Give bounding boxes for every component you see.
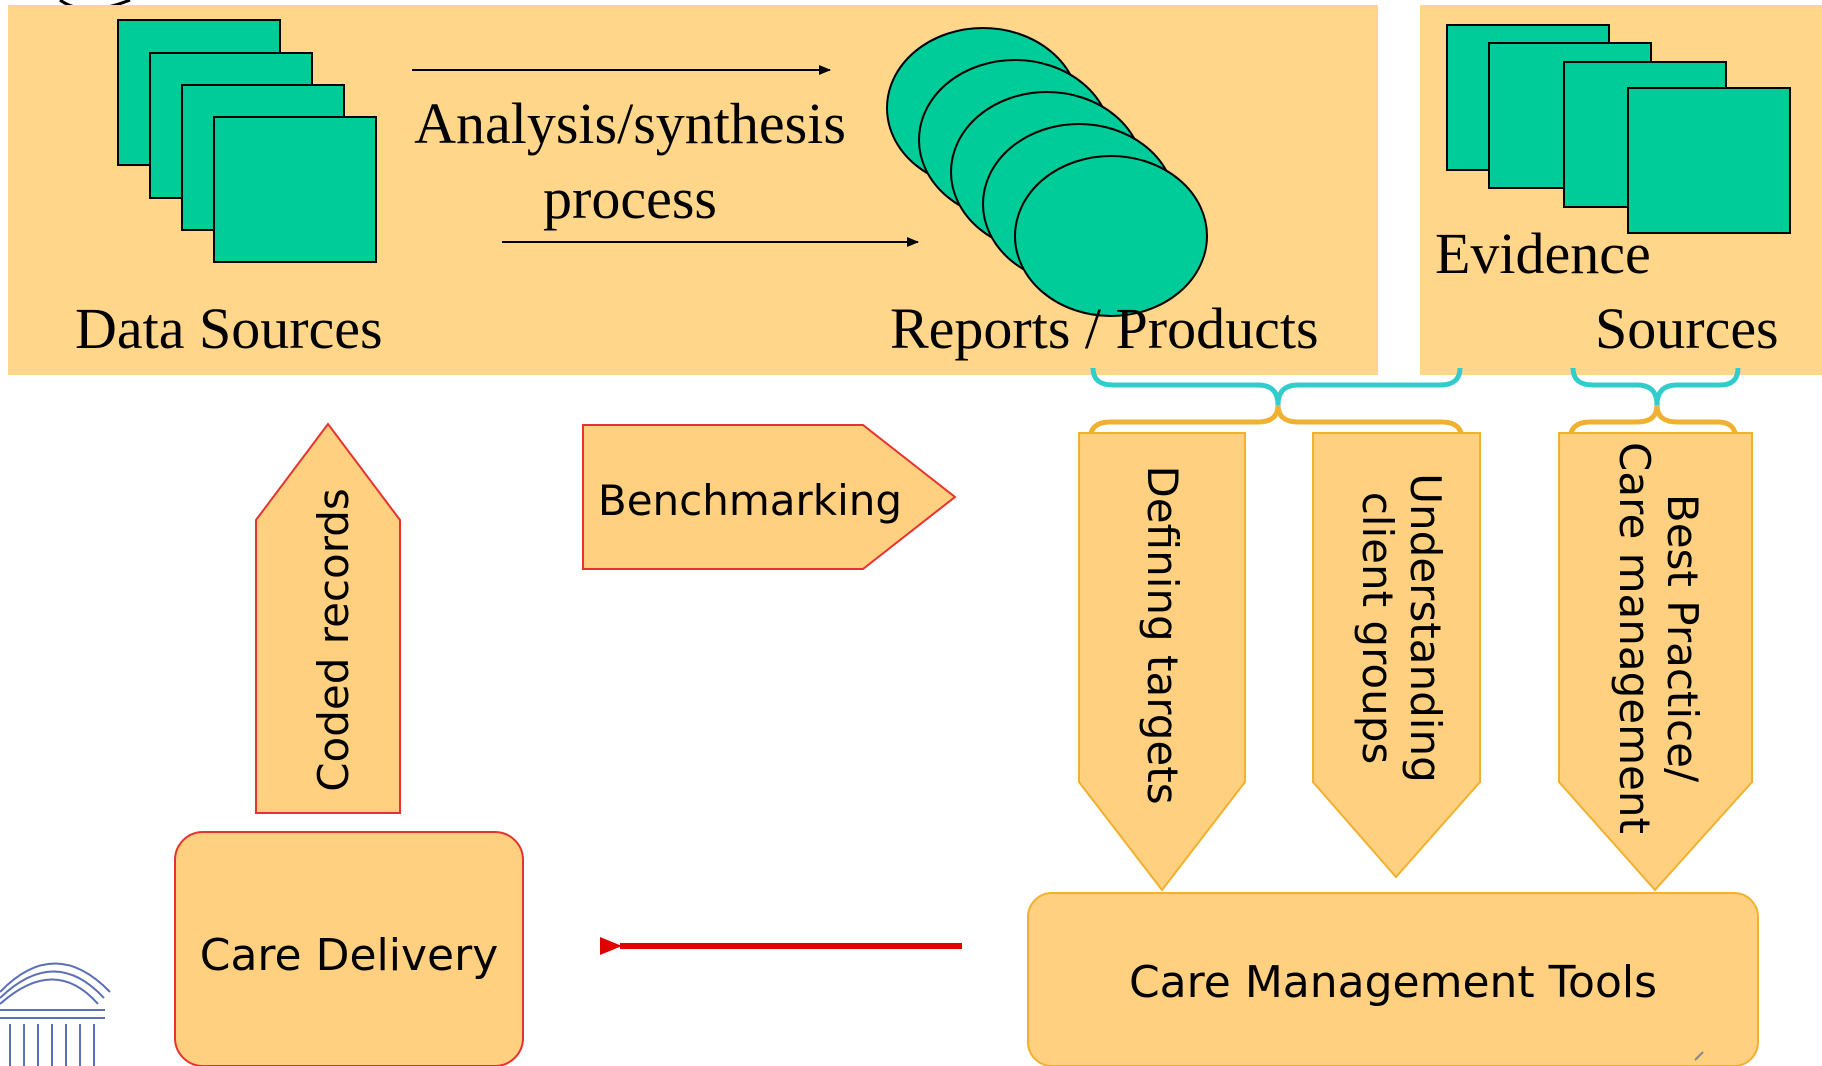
institution-logo — [0, 962, 111, 1066]
evidence-label-line1: Evidence — [1435, 221, 1651, 286]
care-management-tools-box — [1027, 892, 1759, 1066]
data-source-stack — [117, 19, 377, 263]
best-practice-brace-orange — [1567, 404, 1739, 441]
coded-records-label: Coded records — [309, 488, 358, 792]
best-practice-label-line2: Care management — [1610, 442, 1659, 834]
evidence-source-stack — [1446, 24, 1791, 234]
data-source-square-4 — [213, 116, 377, 263]
best-practice-arrow — [1558, 432, 1753, 892]
understanding-label-line2: client groups — [1353, 492, 1402, 765]
understanding-client-groups-arrow — [1312, 432, 1481, 879]
process-label-line2: process — [543, 166, 717, 231]
corner-mark — [1694, 1051, 1704, 1061]
evidence-label-line2: Sources — [1595, 296, 1779, 361]
benchmarking-arrow — [582, 424, 957, 570]
defining-targets-label: Defining targets — [1138, 465, 1187, 804]
evidence-square-4 — [1627, 87, 1791, 234]
defining-targets-arrow — [1078, 432, 1246, 892]
understanding-label-line1: Understanding — [1401, 473, 1450, 782]
coded-records-arrow — [255, 422, 401, 814]
care-delivery-box — [174, 831, 524, 1066]
reports-products-label: Reports / Products — [890, 296, 1319, 361]
report-ellipse-stack — [886, 27, 1208, 317]
targets-brace-orange — [1087, 404, 1465, 441]
care-delivery-label: Care Delivery — [200, 930, 499, 981]
benchmarking-label: Benchmarking — [598, 476, 902, 525]
best-practice-label-line1: Best Practice/ — [1658, 494, 1707, 783]
data-sources-label: Data Sources — [75, 296, 383, 361]
report-ellipse-5 — [1014, 155, 1208, 317]
care-management-tools-label: Care Management Tools — [1129, 957, 1657, 1008]
process-label-line1: Analysis/synthesis — [414, 91, 846, 156]
